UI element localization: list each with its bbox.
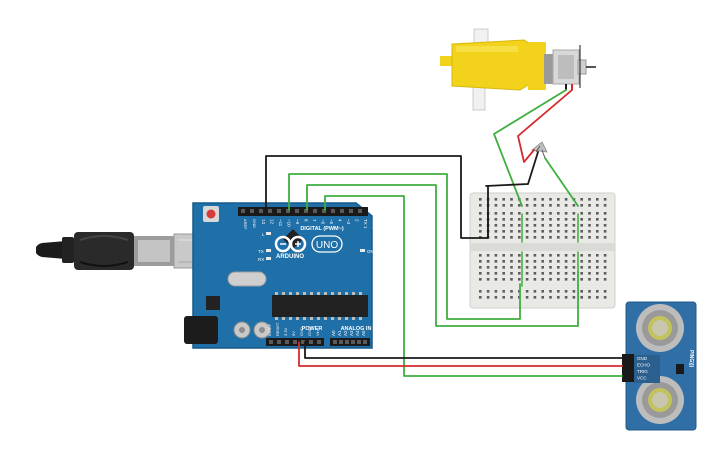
sensor-pin-label: TRIG (637, 369, 648, 374)
digital-header-label: DIGITAL (PWM~) (300, 226, 344, 232)
digital-pin-label: ~9 (295, 219, 300, 225)
digital-pin-label: ~5 (329, 219, 334, 225)
analog-pin-label: A4 (355, 330, 360, 336)
gnd-label: GND (252, 219, 257, 228)
analog-pin-label: A3 (349, 330, 354, 336)
on-led-label: ON (367, 249, 374, 254)
wire-green-motor[interactable] (493, 89, 567, 207)
wire-green-pin11[interactable] (288, 173, 521, 320)
diode-icon[interactable] (531, 141, 548, 159)
breadboard-icon[interactable] (469, 192, 616, 309)
sensor-side-text: PING))) (688, 350, 694, 368)
digital-pin-label: RX 0 (372, 219, 377, 230)
wire-black-gnd[interactable] (304, 341, 623, 359)
wire-green-pin10[interactable] (306, 184, 579, 327)
wire-black-diode[interactable] (485, 151, 539, 187)
analog-pin-label: A0 (331, 330, 336, 336)
power-pin-label: Vin (315, 330, 320, 336)
digital-pin-label: 8 (304, 219, 309, 222)
wire-red-motor[interactable] (517, 89, 573, 163)
atmega-chip (272, 295, 368, 317)
digital-pin-label: ~6 (321, 219, 326, 225)
rx-led-label: RX (258, 257, 264, 262)
wires (265, 89, 623, 377)
digital-pin-label: TX 1 (363, 219, 368, 229)
analog-pin-label: A2 (343, 330, 348, 336)
power-jack (184, 316, 218, 344)
sensor-pin-label: ECHO (637, 363, 651, 368)
digital-pin-label: ~3 (346, 219, 351, 225)
arduino-logo-icon (274, 235, 307, 253)
sensor-pin-label: GND (637, 356, 648, 361)
analog-pin-label: A1 (337, 330, 342, 336)
digital-pin-label: 7 (312, 219, 317, 222)
digital-pin-label: 2 (355, 219, 360, 222)
sensor-pin-label: VCC (637, 376, 647, 381)
dc-motor-icon[interactable] (440, 28, 596, 111)
wire-green-diode[interactable] (544, 157, 579, 207)
digital-pin-label: 13 (261, 219, 266, 225)
usb-cable-icon[interactable] (36, 232, 205, 270)
power-pin-label: RESET (275, 322, 280, 336)
power-header-label: POWER (302, 326, 323, 332)
power-pin-label: GND (307, 327, 312, 336)
wire-red-5v[interactable] (298, 341, 623, 367)
digital-pin-label: ~10 (287, 219, 292, 227)
analog-header-label: ANALOG IN (341, 326, 372, 332)
digital-pin-label: ~11 (278, 219, 283, 227)
power-pin-label: 5V (291, 331, 296, 336)
arduino-uno-board[interactable]: ARDUINO UNO DIGITAL (PWM~) POWER ANALOG … (184, 202, 377, 349)
board-brand: ARDUINO (276, 254, 304, 260)
analog-header[interactable] (330, 338, 370, 346)
power-pin-label: GND (299, 327, 304, 336)
tx-led-label: TX (258, 249, 264, 254)
digital-pin-label: 12 (270, 219, 275, 225)
power-pin-label: 3.3V (283, 327, 288, 336)
digital-pin-label: 4 (338, 219, 343, 222)
wire-green-pin8[interactable] (324, 195, 623, 377)
analog-pin-label: A5 (361, 330, 366, 336)
board-model: UNO (316, 240, 338, 251)
power-pin-label: IOREF (267, 323, 272, 336)
aref-label: AREF (243, 219, 248, 230)
digital-header[interactable] (238, 207, 368, 216)
l-led-label: L (262, 232, 265, 237)
